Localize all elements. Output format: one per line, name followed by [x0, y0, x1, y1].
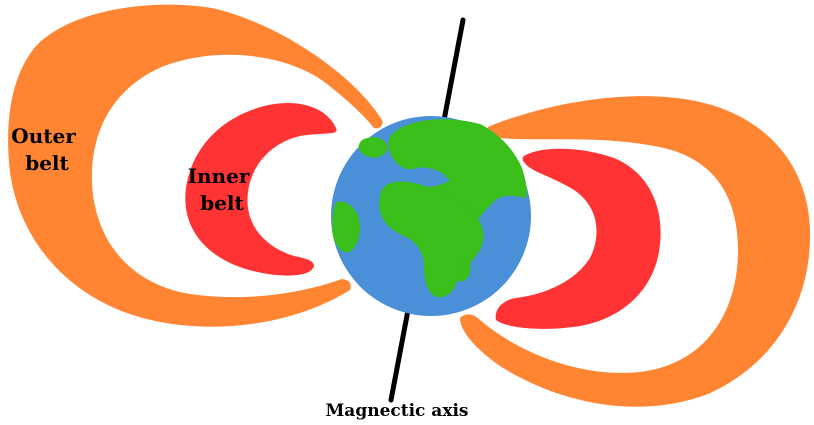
earth-land-island	[456, 257, 471, 282]
outer-belt-label: Outer belt	[11, 124, 82, 175]
earth-land-arctic	[358, 137, 388, 158]
inner-belt-label: Inner belt	[188, 164, 257, 215]
inner-belt-label-line1: Inner	[188, 164, 250, 188]
outer-belt-label-line2: belt	[25, 151, 69, 175]
earth-land-west	[332, 201, 360, 253]
outer-belt-left	[8, 4, 383, 327]
inner-belt-label-line2: belt	[200, 191, 244, 215]
outer-belt-label-line1: Outer	[11, 124, 76, 148]
inner-belt-left	[185, 102, 337, 276]
earth-land-northern	[388, 119, 527, 222]
inner-belt-right	[495, 148, 661, 329]
earth-globe-icon	[331, 116, 531, 316]
earth-inland-sea	[412, 172, 450, 187]
magnetic-axis-label: Magnectic axis	[325, 401, 468, 421]
outer-belt-right	[460, 96, 811, 407]
